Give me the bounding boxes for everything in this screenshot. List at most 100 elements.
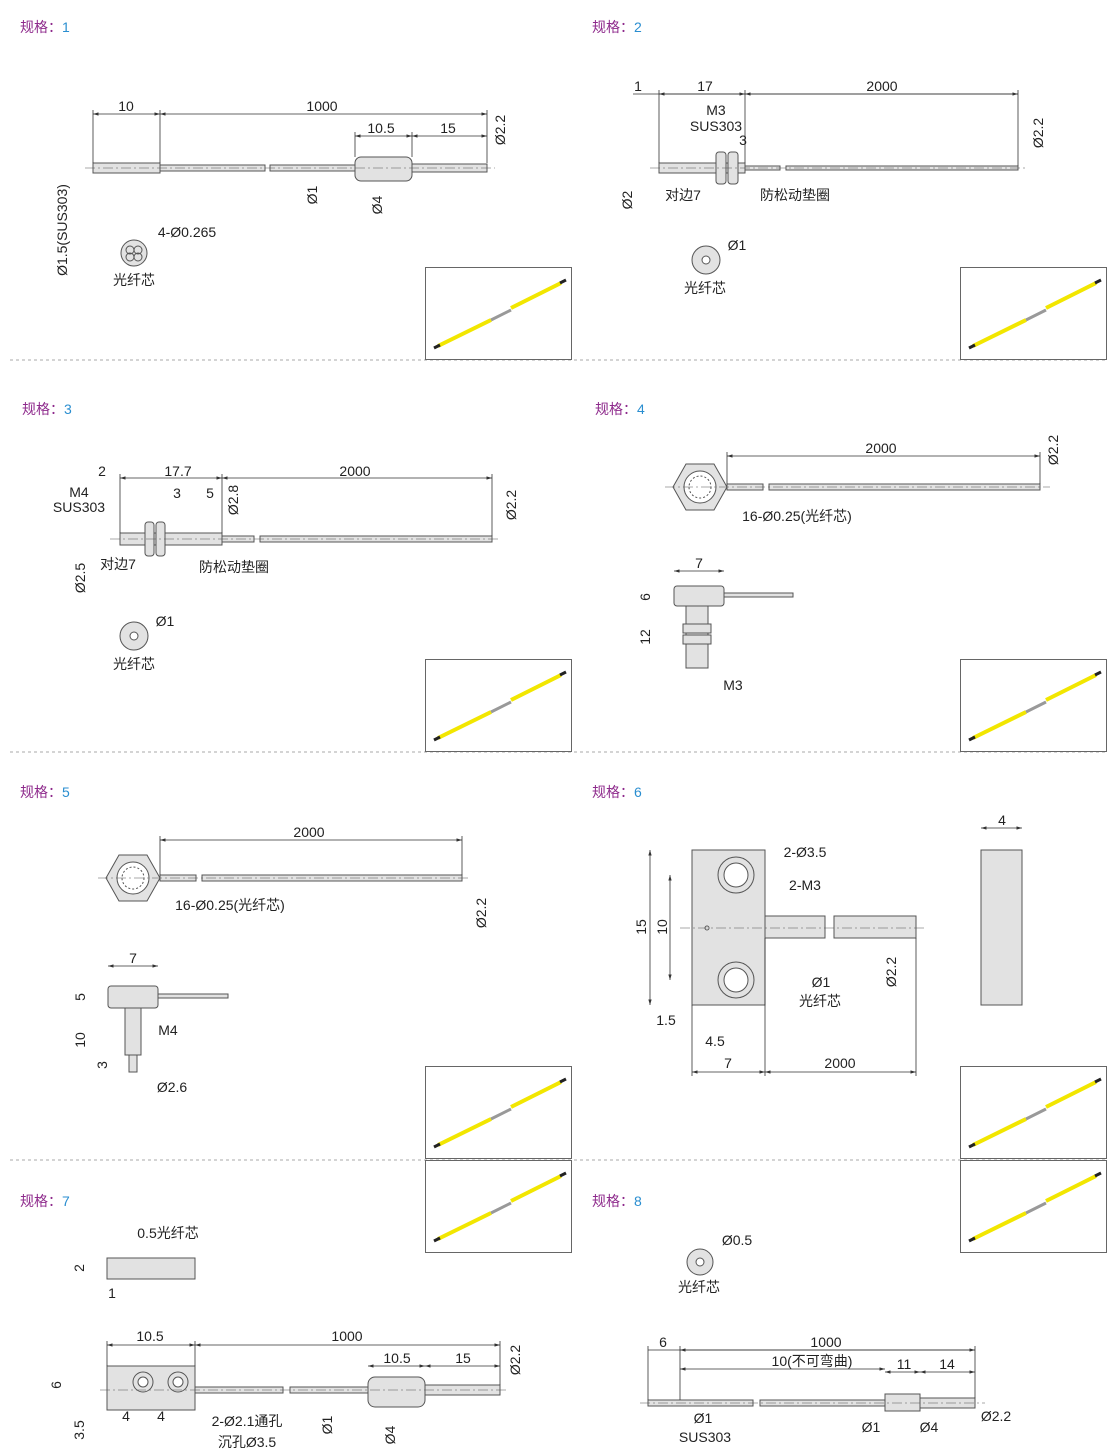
dimension-label: Ø2.2	[492, 114, 508, 146]
dimension-label: 光纤芯	[113, 272, 155, 288]
dimension-label: 17.7	[164, 463, 192, 479]
spec-title: 规格：4	[595, 399, 645, 419]
dimension-label: 10.5	[383, 1350, 411, 1366]
dimension-lines	[92, 90, 1041, 1400]
spec-prefix: 规格：	[592, 19, 634, 35]
dimension-label: 对边7	[100, 556, 136, 572]
product-photo	[960, 1066, 1107, 1159]
dimension-label: 4	[122, 1408, 130, 1424]
spec-title: 规格：8	[592, 1191, 642, 1211]
spec-title: 规格：2	[592, 17, 642, 37]
dimension-label: Ø2.2	[1045, 434, 1061, 466]
dimension-label: Ø1	[811, 974, 831, 990]
dimension-label: 防松动垫圈	[760, 187, 830, 203]
dimension-label: Ø0.5	[721, 1232, 753, 1248]
dimension-label: Ø2.2	[473, 897, 489, 929]
dimension-label: Ø4	[369, 195, 385, 215]
product-photo	[425, 659, 572, 752]
dimension-label: 3	[173, 485, 181, 501]
dimension-label: 光纤芯	[113, 656, 155, 672]
dimension-label: 4	[157, 1408, 165, 1424]
dimension-label: 4-Ø0.265	[157, 224, 217, 240]
spec-title: 规格：5	[20, 782, 70, 802]
dimension-label: 10	[118, 98, 134, 114]
dimension-label: 10	[72, 1032, 88, 1048]
dimension-label: 7	[724, 1055, 732, 1071]
dimension-label: 4.5	[705, 1033, 725, 1049]
spec-title: 规格：3	[22, 399, 72, 419]
dimension-label: 7	[695, 555, 703, 571]
spec-1-drawing	[92, 156, 488, 267]
product-photo	[960, 267, 1107, 360]
dimension-label: 6	[48, 1381, 64, 1389]
dimension-label: 2000	[293, 824, 325, 840]
dimension-label: 12	[637, 629, 653, 645]
dimension-label: Ø1	[861, 1419, 881, 1435]
spec-prefix: 规格：	[592, 1193, 634, 1209]
dimension-label: 4	[998, 812, 1006, 828]
dimension-label: Ø2.2	[503, 489, 519, 521]
dimension-label: Ø2.2	[883, 956, 899, 988]
dimension-label: M3	[706, 102, 726, 118]
dimension-label: 10	[654, 919, 670, 935]
dimension-label: 7	[129, 950, 137, 966]
dimension-label: 6	[659, 1334, 667, 1350]
dimension-label: 10(不可弯曲)	[771, 1353, 853, 1369]
spec-prefix: 规格：	[22, 401, 64, 417]
dimension-label: Ø4	[919, 1419, 939, 1435]
product-photo	[425, 267, 572, 360]
spec-prefix: 规格：	[595, 401, 637, 417]
dimension-label: 15	[440, 120, 456, 136]
spec-number: 4	[637, 401, 645, 417]
dimension-label: 15	[455, 1350, 471, 1366]
dimension-label: 16-Ø0.25(光纤芯)	[175, 897, 285, 913]
dimension-label: 17	[697, 78, 713, 94]
section-dividers	[10, 359, 1107, 1161]
dimension-label: SUS303	[678, 1429, 732, 1445]
dimension-label: Ø1	[727, 237, 747, 253]
spec-4-drawing	[672, 463, 1041, 669]
spec-number: 7	[62, 1193, 70, 1209]
spec-number: 8	[634, 1193, 642, 1209]
dimension-label: Ø2.2	[507, 1344, 523, 1376]
dimension-label: Ø2.8	[225, 484, 241, 516]
dimension-label: 6	[637, 593, 653, 601]
dimension-label: 防松动垫圈	[199, 559, 269, 575]
product-photo	[425, 1160, 572, 1253]
spec-number: 2	[634, 19, 642, 35]
dimension-label: 10.5	[136, 1328, 164, 1344]
spec-7-drawing	[106, 1257, 501, 1411]
dimension-label: 光纤芯	[799, 993, 841, 1009]
dimension-label: 对边7	[665, 187, 701, 203]
product-photo	[425, 1066, 572, 1159]
product-photo	[960, 1160, 1107, 1253]
spec-3-drawing	[119, 521, 493, 651]
center-lines	[85, 167, 1050, 1404]
dimension-label: 14	[939, 1356, 955, 1372]
dimension-label: 2-Ø3.5	[783, 844, 827, 860]
dimension-label: 16-Ø0.25(光纤芯)	[742, 508, 852, 524]
dimension-label: M4	[69, 484, 89, 500]
spec-title: 规格：7	[20, 1191, 70, 1211]
dimension-label: Ø4	[382, 1425, 398, 1445]
dimension-label: Ø1	[693, 1410, 713, 1426]
dimension-label: SUS303	[52, 499, 106, 515]
dimension-label: 光纤芯	[678, 1279, 720, 1295]
dimension-label: Ø1	[304, 185, 320, 205]
spec-2-drawing	[658, 151, 1019, 275]
spec-prefix: 规格：	[20, 1193, 62, 1209]
dimension-label: 15	[633, 919, 649, 935]
dimension-label: 3	[94, 1061, 110, 1069]
dimension-label: 2000	[866, 78, 898, 94]
dimension-label: 2	[98, 463, 106, 479]
dimension-label: SUS303	[689, 118, 743, 134]
dimension-label: 沉孔Ø3.5	[217, 1434, 277, 1450]
spec-number: 5	[62, 784, 70, 800]
dimension-label: Ø2	[619, 190, 635, 210]
dimension-label: 3	[739, 132, 747, 148]
dimension-label: Ø2.5	[72, 562, 88, 594]
dimension-label: Ø1.5(SUS303)	[54, 184, 70, 276]
dimension-label: 2000	[339, 463, 371, 479]
dimension-label: 5	[206, 485, 214, 501]
